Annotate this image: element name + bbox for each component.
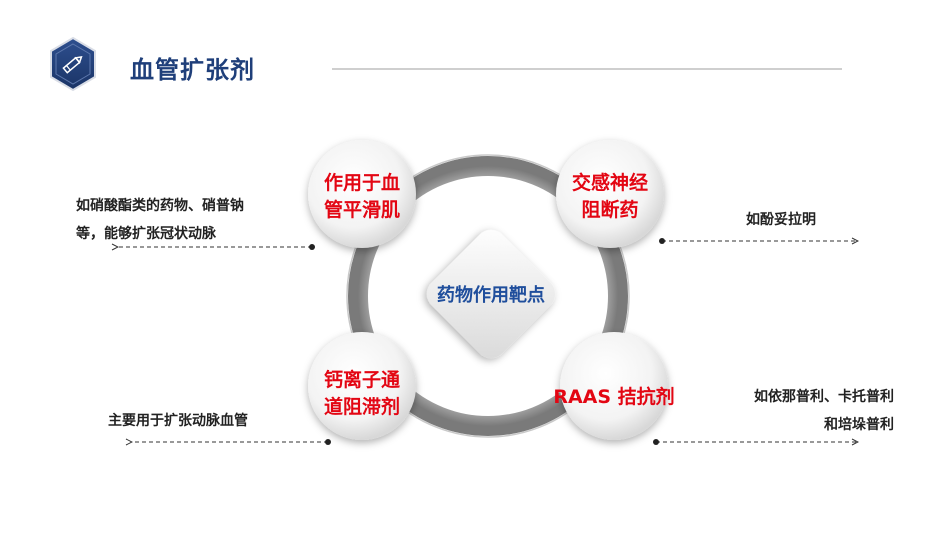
node-label-calcium-channel-blocker: 钙离子通 道阻滞剂 — [302, 367, 422, 421]
node-label-sympathetic-blocker: 交感神经 阻断药 — [550, 170, 670, 224]
header-divider — [332, 68, 842, 70]
annotation-line: 和培垛普利 — [824, 417, 894, 433]
outer-ring-edge — [346, 154, 630, 438]
node-label-line: RAAS 拮抗剂 — [553, 386, 675, 408]
connector-dot-1 — [309, 244, 315, 250]
header-hexagon-badge — [48, 36, 98, 92]
connector-dot-2 — [659, 238, 665, 244]
node-label-line: 作用于血 — [323, 172, 400, 194]
node-label-raas-antagonist: RAAS 拮抗剂 — [544, 384, 684, 411]
page-title: 血管扩张剂 — [130, 56, 255, 84]
pencil-icon — [50, 36, 96, 92]
connector-dot-3 — [325, 439, 331, 445]
node-label-smooth-muscle: 作用于血 管平滑肌 — [302, 170, 422, 224]
connector-dot-4 — [653, 439, 659, 445]
outer-ring — [348, 156, 628, 436]
annotation-line: 如依那普利、卡托普利 — [754, 389, 894, 405]
annotation-sympathetic-blocker: 如酚妥拉明 — [746, 206, 816, 234]
annotation-line: 主要用于扩张动脉血管 — [108, 413, 248, 429]
node-calcium-channel-blocker — [308, 332, 416, 440]
annotation-line: 等，能够扩张冠状动脉 — [76, 226, 216, 242]
node-label-line: 阻断药 — [581, 199, 639, 221]
node-sympathetic-blocker — [556, 140, 664, 248]
node-label-line: 交感神经 — [571, 172, 648, 194]
node-label-line: 管平滑肌 — [323, 199, 400, 221]
center-diamond — [426, 229, 556, 359]
node-raas-antagonist — [560, 332, 668, 440]
annotation-line: 如酚妥拉明 — [746, 212, 816, 228]
node-label-line: 道阻滞剂 — [323, 396, 400, 418]
annotation-calcium-channel-blocker: 主要用于扩张动脉血管 — [108, 407, 248, 435]
annotation-raas-antagonist: 如依那普利、卡托普利 和培垛普利 — [716, 383, 894, 439]
annotation-smooth-muscle: 如硝酸酯类的药物、硝普钠 等，能够扩张冠状动脉 — [76, 192, 244, 248]
node-smooth-muscle — [308, 140, 416, 248]
center-label: 药物作用靶点 — [437, 285, 545, 306]
annotation-line: 如硝酸酯类的药物、硝普钠 — [76, 198, 244, 214]
node-label-line: 钙离子通 — [323, 369, 400, 391]
